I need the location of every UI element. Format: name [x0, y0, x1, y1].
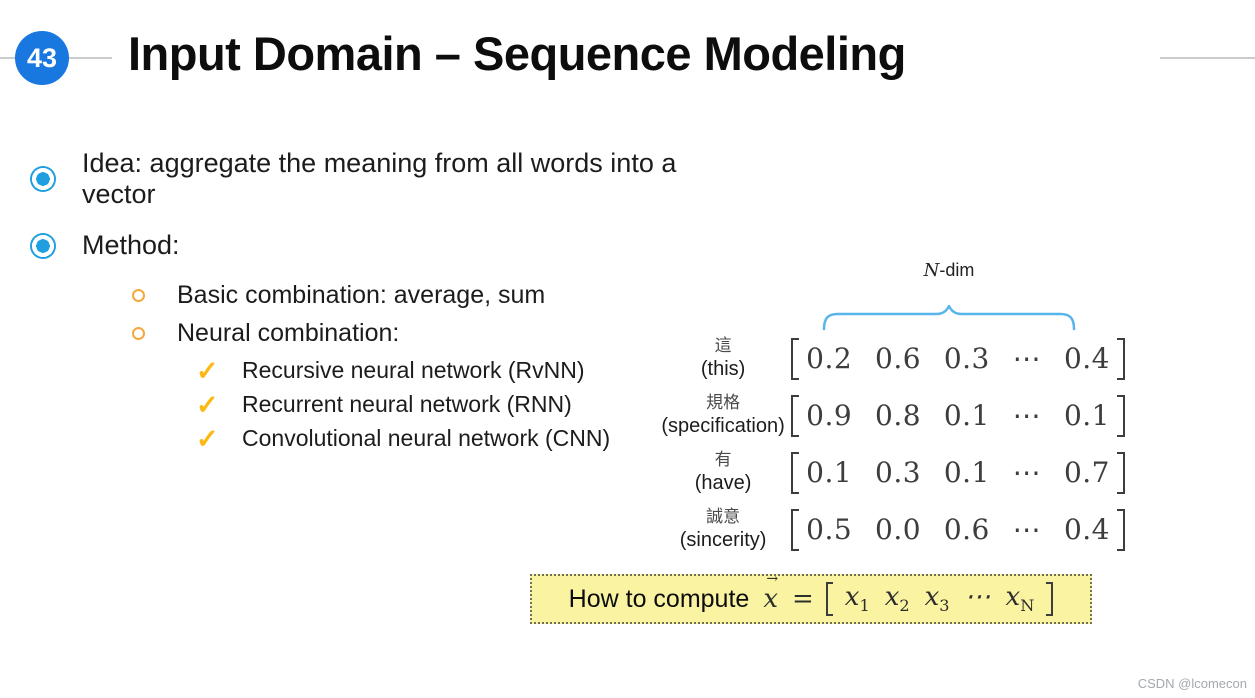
vector-symbol: x→ — [763, 571, 778, 614]
formula-term: xN — [1006, 582, 1035, 615]
sub-bullet-text: Basic combination: average, sum — [177, 281, 546, 309]
n-dim-brace-icon — [822, 305, 1076, 331]
close-bracket-icon — [1117, 337, 1125, 380]
open-bracket-icon — [791, 337, 800, 380]
sub-bullet-item: Neural combination: — [132, 319, 690, 348]
bullet-text: Idea: aggregate the meaning from all wor… — [82, 148, 677, 209]
sub-bullet-item: Basic combination: average, sum — [132, 281, 690, 310]
vector-values: 0.1 0.3 0.1 ⋯ 0.7 — [806, 456, 1110, 489]
bullet-icon — [30, 232, 56, 259]
slide-number-badge: 43 — [15, 31, 69, 85]
vector-arrow-icon: → — [766, 571, 779, 587]
circle-icon — [132, 289, 145, 302]
open-bracket-icon — [825, 582, 833, 616]
formula-term: x2 — [885, 582, 910, 615]
open-bracket-icon — [791, 508, 800, 551]
formula-term: x1 — [845, 582, 870, 615]
term-sub: 1 — [859, 596, 870, 616]
bullet-list: Idea: aggregate the meaning from all wor… — [30, 148, 690, 459]
check-item: Convolutional neural network (CNN) ✓ Con… — [196, 425, 690, 452]
term-base: x — [844, 582, 860, 613]
formula-terms: x1 x2 x3 ⋯ xN — [839, 582, 1041, 615]
bullet-text: Method: — [82, 230, 180, 260]
term-base: ⋯ — [964, 582, 991, 613]
close-bracket-icon — [1117, 508, 1125, 551]
check-icon: ✓ — [196, 355, 219, 386]
word-chinese: 規格 — [706, 393, 741, 413]
vector-values: 0.2 0.6 0.3 ⋯ 0.4 — [806, 342, 1110, 375]
bullet-item-idea: Idea: aggregate the meaning from all wor… — [30, 148, 690, 210]
word-gloss: (have) — [694, 471, 752, 494]
page-title: Input Domain – Sequence Modeling — [112, 26, 1160, 92]
word-gloss: (specification) — [661, 414, 785, 437]
vector: 0.5 0.0 0.6 ⋯ 0.4 — [791, 508, 1125, 551]
bullet-icon — [30, 166, 56, 192]
word-row: 誠意 (sincerity) 0.5 0.0 0.6 ⋯ 0.4 — [655, 501, 1125, 558]
n-dim-suffix: -dim — [939, 260, 975, 280]
n-dim-label: N-dim — [823, 260, 1075, 281]
close-bracket-icon — [1046, 582, 1054, 616]
vector-base: x — [763, 584, 778, 614]
term-base: x — [924, 582, 940, 613]
highlight-box: How to compute x→ = x1 x2 x3 ⋯ xN — [530, 571, 1092, 624]
vector: 0.1 0.3 0.1 ⋯ 0.7 — [791, 451, 1125, 494]
word-row: 有 (have) 0.1 0.3 0.1 ⋯ 0.7 — [655, 444, 1125, 501]
open-bracket-icon — [791, 394, 800, 437]
term-sub: N — [1020, 596, 1035, 616]
close-bracket-icon — [1117, 451, 1125, 494]
check-icon: ✓ — [196, 389, 219, 420]
sub-bullet-list: Basic combination: average, sum Neural c… — [132, 281, 690, 348]
word-chinese: 有 — [714, 450, 732, 470]
equals-sign: = — [791, 584, 814, 614]
word-chinese: 這 — [714, 336, 732, 356]
check-list: ✓ Recursive neural network (RvNN) ✓ Recu… — [196, 357, 690, 452]
formula: x→ = x1 x2 x3 ⋯ xN — [763, 571, 1054, 616]
bullet-item-method: Method: — [30, 230, 690, 261]
word-label: 規格 (specification) — [655, 393, 791, 437]
watermark: CSDN @lcomecon — [1137, 676, 1247, 691]
word-row: 這 (this) 0.2 0.6 0.3 ⋯ 0.4 — [655, 330, 1125, 387]
word-label: 有 (have) — [655, 450, 791, 494]
formula-term: ⋯ — [965, 582, 991, 615]
n-dim-var: N — [923, 260, 940, 281]
word-row: 規格 (specification) 0.9 0.8 0.1 ⋯ 0.1 — [655, 387, 1125, 444]
check-text: Recursive neural network (RvNN) — [242, 357, 585, 383]
open-bracket-icon — [791, 451, 800, 494]
word-gloss: (sincerity) — [679, 528, 767, 551]
term-sub: 3 — [939, 596, 950, 616]
term-sub: 2 — [899, 596, 910, 616]
word-label: 誠意 (sincerity) — [655, 507, 791, 551]
term-base: x — [1005, 582, 1021, 613]
vector: 0.9 0.8 0.1 ⋯ 0.1 — [791, 394, 1125, 437]
formula-term: x3 — [925, 582, 950, 615]
word-gloss: (this) — [700, 357, 746, 380]
formula-label: How to compute — [568, 584, 750, 613]
word-rows: 這 (this) 0.2 0.6 0.3 ⋯ 0.4 規格 (specifica… — [655, 330, 1125, 558]
check-item: ✓ Recurrent neural network (RNN) — [196, 391, 690, 418]
vector-values: 0.5 0.0 0.6 ⋯ 0.4 — [806, 513, 1110, 546]
check-text: Recurrent neural network (RNN) — [242, 391, 572, 417]
check-text: Convolutional neural network (CNN) — [242, 425, 611, 451]
term-base: x — [884, 582, 900, 613]
close-bracket-icon — [1117, 394, 1125, 437]
vector-values: 0.9 0.8 0.1 ⋯ 0.1 — [806, 399, 1110, 432]
word-label: 這 (this) — [655, 336, 791, 380]
sub-bullet-text: Neural combination: — [177, 319, 400, 347]
word-chinese: 誠意 — [706, 507, 741, 527]
vector: 0.2 0.6 0.3 ⋯ 0.4 — [791, 337, 1125, 380]
check-icon: ✓ — [196, 423, 219, 454]
check-item: ✓ Recursive neural network (RvNN) — [196, 357, 690, 384]
circle-icon — [132, 327, 145, 340]
